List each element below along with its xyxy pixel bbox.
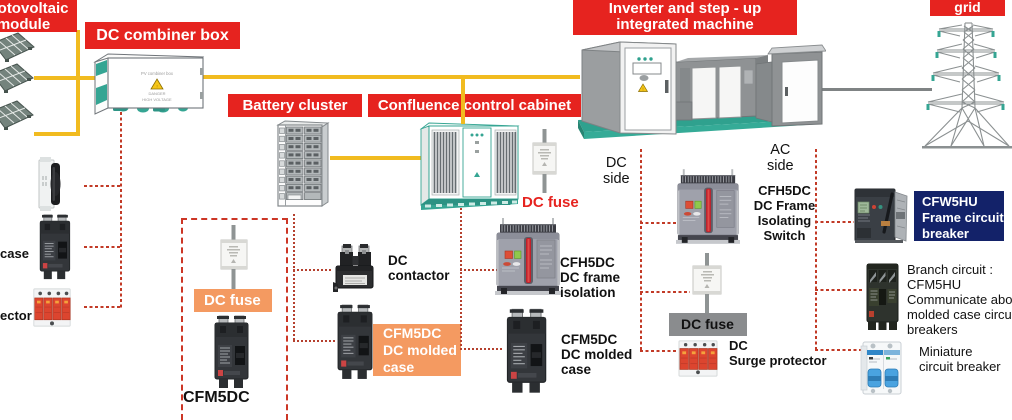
svg-text:HIGH VOLTAGE: HIGH VOLTAGE: [142, 97, 172, 102]
svg-text:!: !: [156, 84, 157, 89]
svg-text:DANGER: DANGER: [148, 91, 165, 96]
svg-text:PV combiner box: PV combiner box: [141, 71, 174, 76]
svg-text:!: !: [642, 87, 643, 92]
